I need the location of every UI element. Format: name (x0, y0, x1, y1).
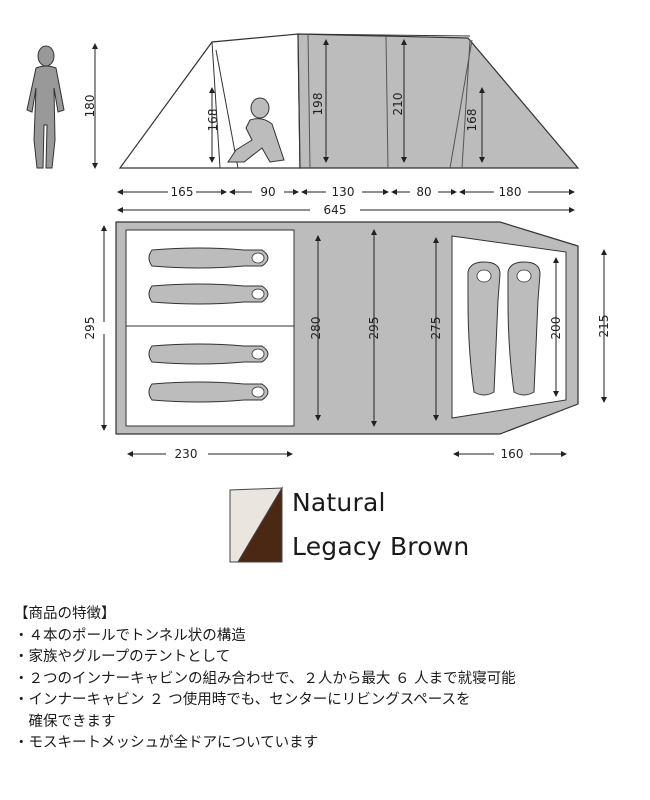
right-cabin-length: 160 (501, 447, 524, 461)
tent-diagram: 180 168 198 210 168 165 90 (26, 33, 611, 563)
center-width: 295 (367, 317, 381, 340)
floor-plan: 295 280 295 275 200 215 230 160 (83, 221, 611, 461)
left-cabin-length: 230 (175, 447, 198, 461)
color-name-natural: Natural (292, 488, 386, 517)
feature-item: ・インナーキャビン ２ つ使用時でも、センターにリビングスペースを (14, 692, 471, 708)
feature-item: 確保できます (14, 713, 116, 730)
person-height-label: 180 (83, 95, 97, 118)
feature-item: ・２つのインナーキャビンの組み合わせで、２人から最大 ６ 人まで就寝可能 (14, 670, 516, 687)
total-length: 645 (324, 203, 347, 217)
right-width: 215 (597, 315, 611, 338)
pole-height-2: 198 (311, 93, 325, 116)
color-name-legacy-brown: Legacy Brown (292, 532, 470, 561)
pole-height-3: 210 (391, 93, 405, 116)
feature-item: ・家族やグループのテントとして (14, 649, 231, 665)
pole-height-1: 168 (206, 109, 220, 132)
standing-person-icon (26, 45, 65, 169)
sleeping-bag-icon (148, 247, 269, 403)
width-dimensions: 165 90 130 80 180 645 (117, 185, 575, 217)
pole-height-4: 168 (465, 109, 479, 132)
width-segment-4: 80 (416, 185, 431, 199)
feature-item: ・４本のポールでトンネル状の構造 (14, 627, 246, 644)
width-segment-5: 180 (499, 185, 522, 199)
features-section: 【商品の特徴】 ・４本のポールでトンネル状の構造 ・家族やグループのテントとして… (14, 604, 644, 755)
side-view: 180 168 198 210 168 (26, 33, 580, 169)
right-cabin-outer: 275 (429, 317, 443, 340)
feature-item: ・モスキートメッシュが全ドアについています (14, 735, 319, 751)
width-segment-3: 130 (332, 185, 355, 199)
color-swatch (229, 486, 283, 563)
width-segment-1: 165 (171, 185, 194, 199)
left-cabin-depth: 280 (309, 317, 323, 340)
left-width-label: 295 (83, 317, 97, 340)
legacy-brown-swatch (237, 486, 283, 563)
right-cabin-depth: 200 (549, 317, 563, 340)
seated-person-icon (227, 97, 285, 163)
features-heading: 【商品の特徴】 (14, 606, 116, 622)
width-segment-2: 90 (260, 185, 275, 199)
